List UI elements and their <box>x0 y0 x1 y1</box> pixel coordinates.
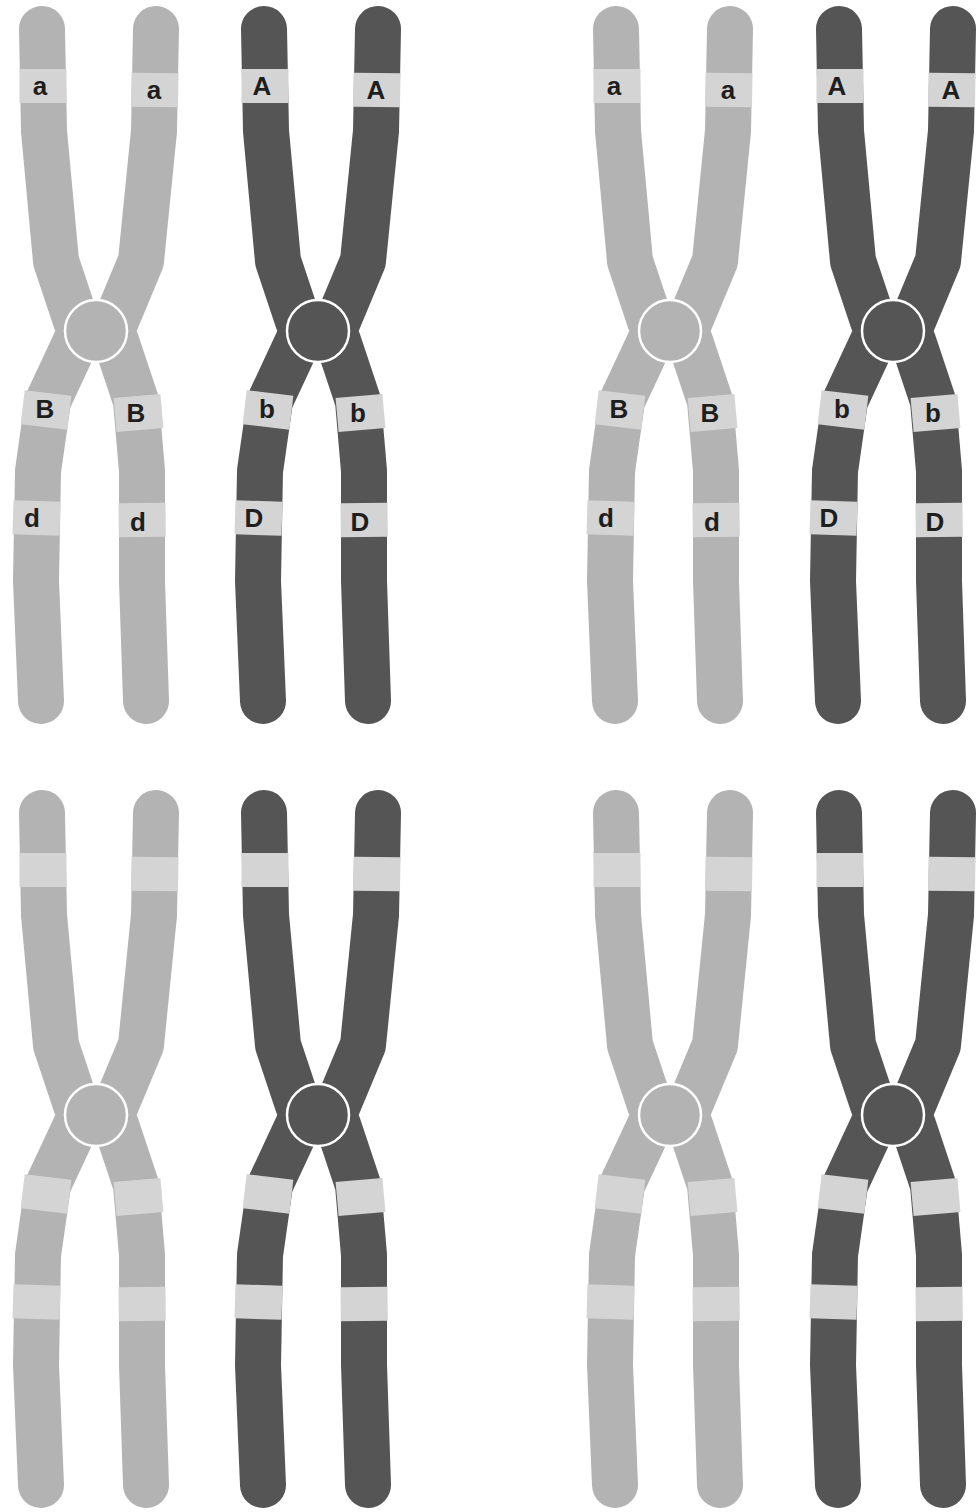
gene-label: d <box>130 509 146 535</box>
gene-label: a <box>721 77 735 103</box>
light-chromosome <box>610 29 730 701</box>
gene-label: D <box>926 509 945 535</box>
gene-label: b <box>925 400 941 426</box>
gene-label: B <box>610 396 629 422</box>
dark-chromosome <box>833 813 953 1485</box>
gene-label: a <box>607 73 621 99</box>
light-chromosome <box>610 813 730 1485</box>
gene-label: A <box>253 73 272 99</box>
light-chromosome <box>36 813 156 1485</box>
gene-label: B <box>36 396 55 422</box>
gene-label: d <box>598 505 614 531</box>
dark-chromosome <box>833 29 953 701</box>
gene-label: B <box>701 400 720 426</box>
dark-chromosome <box>258 813 378 1485</box>
gene-label: a <box>33 73 47 99</box>
gene-label: B <box>127 400 146 426</box>
gene-label: d <box>704 509 720 535</box>
gene-label: A <box>367 77 386 103</box>
light-chromosome <box>36 29 156 701</box>
gene-label: a <box>147 77 161 103</box>
gene-label: A <box>942 77 961 103</box>
gene-label: b <box>350 400 366 426</box>
gene-label: D <box>245 505 264 531</box>
gene-label: b <box>259 396 275 422</box>
gene-label: b <box>834 396 850 422</box>
gene-label: d <box>24 505 40 531</box>
gene-label: D <box>820 505 839 531</box>
gene-label: D <box>351 509 370 535</box>
gene-label: A <box>828 73 847 99</box>
dark-chromosome <box>258 29 378 701</box>
